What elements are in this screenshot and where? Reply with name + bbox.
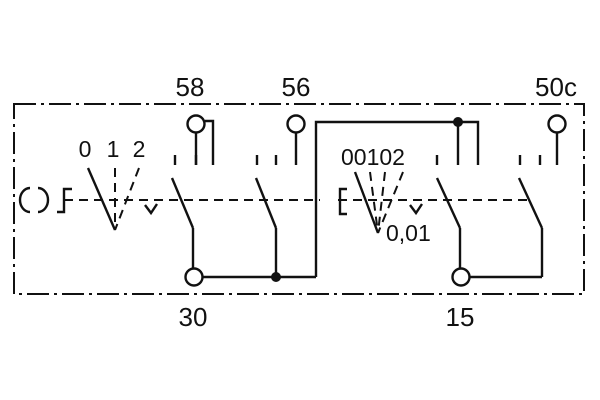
switch-housing-outline [13, 103, 585, 295]
junction-dot-15 [453, 117, 463, 127]
contact-56 [254, 133, 298, 277]
terminal-50c-circle [547, 114, 567, 134]
terminal-label-50c: 50c [535, 72, 577, 102]
right-switch-positions: 00102 [341, 144, 405, 170]
terminal-label-30: 30 [179, 302, 208, 332]
terminal-label-58: 58 [176, 72, 205, 102]
contact-50c [517, 133, 559, 277]
contact-15 [435, 120, 480, 268]
left-switch-position-1: 1 [107, 136, 120, 162]
wire-56-to-15-bridge [314, 120, 458, 277]
left-switch-position-2: 2 [133, 136, 146, 162]
terminal-58-circle [186, 114, 206, 134]
terminal-56-circle [286, 114, 306, 134]
right-selector-fan [338, 171, 423, 234]
terminal-15-circle [451, 267, 471, 287]
contact-58 [170, 119, 215, 268]
terminal-label-15: 15 [446, 302, 475, 332]
junction-dot-56 [271, 272, 281, 282]
left-selector-fan [86, 167, 158, 231]
terminal-30-circle [184, 267, 204, 287]
left-switch-position-0: 0 [79, 136, 92, 162]
terminal-label-56: 56 [282, 72, 311, 102]
right-switch-extra-position: 0,01 [386, 220, 431, 246]
